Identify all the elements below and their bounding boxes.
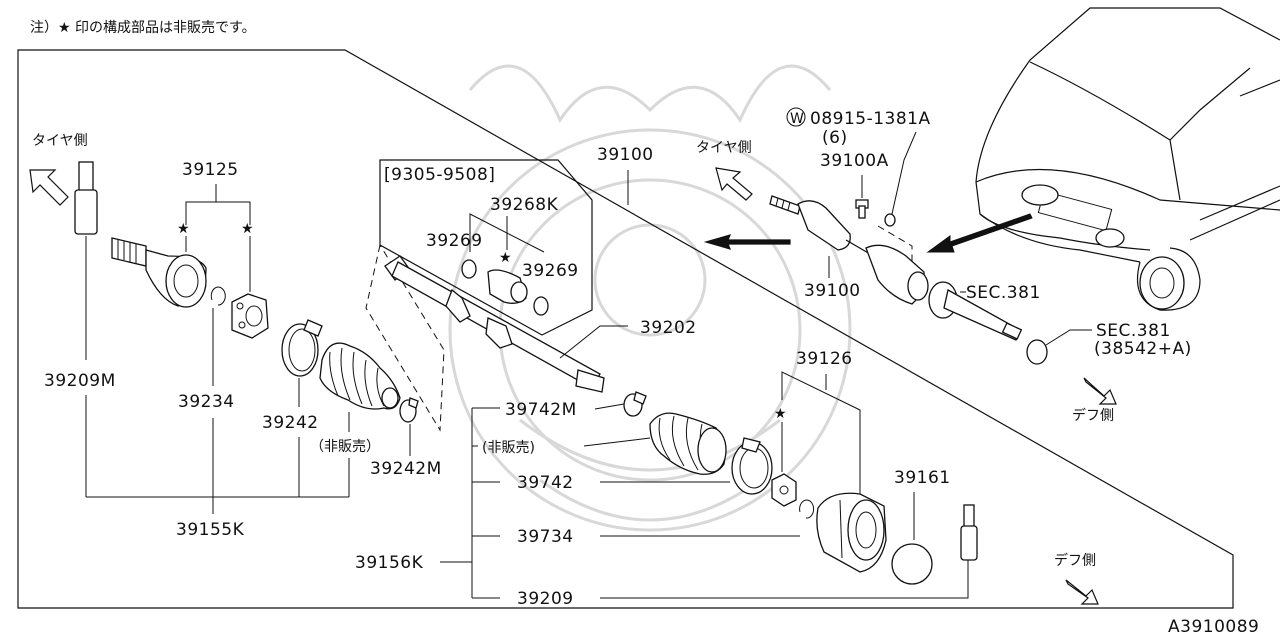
- part-39100A-label: 39100A: [820, 151, 889, 171]
- part-39242M-label: 39242M: [370, 459, 442, 479]
- sec381-label-b: SEC.381: [1096, 321, 1171, 341]
- part-39209-shaft: [960, 504, 978, 561]
- part-39269a-label: 39269: [426, 231, 483, 251]
- part-39125-label: 39125: [182, 160, 239, 180]
- sec381-label-a: SEC.381: [966, 283, 1041, 303]
- part-08915-washer: [884, 213, 896, 227]
- part-39209M-label: 39209M: [44, 371, 116, 391]
- star-mark-2: ★: [241, 221, 254, 237]
- part-39100-top-label: 39100: [597, 145, 654, 165]
- part-39734-circlip: [799, 499, 815, 519]
- tire-side-arrow-left: [29, 169, 69, 206]
- part-08915-label: 08915-1381A: [810, 109, 931, 129]
- part-39269b-label: 39269: [522, 261, 579, 281]
- direction-arrow-left: [703, 234, 791, 250]
- part-39126-tripod: [771, 473, 797, 507]
- diff-side-arrow-top: [1083, 377, 1117, 405]
- part-outer-boot: [319, 342, 401, 410]
- tire-side-label-right: タイヤ側: [696, 140, 752, 156]
- star-mark-1: ★: [177, 221, 190, 237]
- not-sold-label-center: (非販売): [482, 440, 535, 456]
- part-39234-label: 39234: [178, 392, 235, 412]
- part-39209M-shaft: [74, 161, 98, 235]
- sec381-ref-label: (38542+A): [1094, 339, 1192, 359]
- diff-side-arrow-bottom: [1065, 579, 1099, 605]
- part-39242-band: [281, 319, 323, 377]
- figure-code: A3910089: [1168, 617, 1259, 637]
- part-39125-outer-joint: [111, 237, 207, 308]
- part-39742M-label: 39742M: [505, 400, 577, 420]
- tire-side-label-left: タイヤ側: [32, 133, 88, 149]
- part-39234-circlip: [210, 286, 226, 306]
- washer-symbol-circle: [786, 107, 806, 127]
- part-sec381-seal: [1026, 339, 1048, 365]
- part-39202-label: 39202: [640, 318, 697, 338]
- shaft-dashed-outline: [365, 243, 445, 432]
- direction-arrow-car: [926, 213, 1033, 253]
- star-mark-3: ★: [499, 250, 512, 266]
- diagram-frame: [17, 49, 1234, 609]
- watermark-emblem: [448, 64, 852, 532]
- part-39161-cap: [891, 543, 933, 585]
- part-39734-label: 39734: [517, 527, 574, 547]
- part-39268K-label: 39268K: [490, 195, 559, 215]
- part-39126-inner-housing: [816, 492, 887, 573]
- part-39242-label: 39242: [262, 413, 319, 433]
- part-39161-label: 39161: [894, 468, 951, 488]
- part-39100-label: 39100: [804, 281, 861, 301]
- part-39155K-label: 39155K: [176, 520, 245, 540]
- part-39742-label: 39742: [517, 473, 574, 493]
- washer-symbol: W: [790, 111, 804, 127]
- part-39100A-bolt: [855, 199, 869, 219]
- diff-side-label-top: デフ側: [1072, 407, 1114, 424]
- star-mark-4: ★: [774, 406, 787, 422]
- part-39268K-damper: [461, 259, 549, 316]
- part-39742M-band: [623, 391, 647, 417]
- part-39125-inner-race: [231, 293, 269, 339]
- tire-side-arrow-right: [715, 167, 753, 201]
- part-39209-label: 39209: [517, 589, 574, 609]
- part-08915-qty: (6): [822, 128, 848, 148]
- not-sold-label-left: （非販売）: [310, 439, 380, 455]
- part-sec381-shaft: [928, 281, 1023, 341]
- vehicle-illustration: [975, 7, 1280, 311]
- part-39126-label: 39126: [796, 349, 853, 369]
- part-39156K-label: 39156K: [355, 553, 424, 573]
- footnote-text: 注）★ 印の構成部品は非販売です。: [30, 20, 256, 36]
- diff-side-label-bottom: デフ側: [1054, 552, 1096, 569]
- part-39742-band: [731, 437, 773, 495]
- date-range-label: [9305-9508]: [384, 165, 495, 185]
- part-39242M-band: [399, 397, 419, 423]
- part-39202-shaft: [384, 255, 605, 393]
- part-39100-assembly: [769, 195, 929, 305]
- part-inner-boot: [649, 412, 727, 475]
